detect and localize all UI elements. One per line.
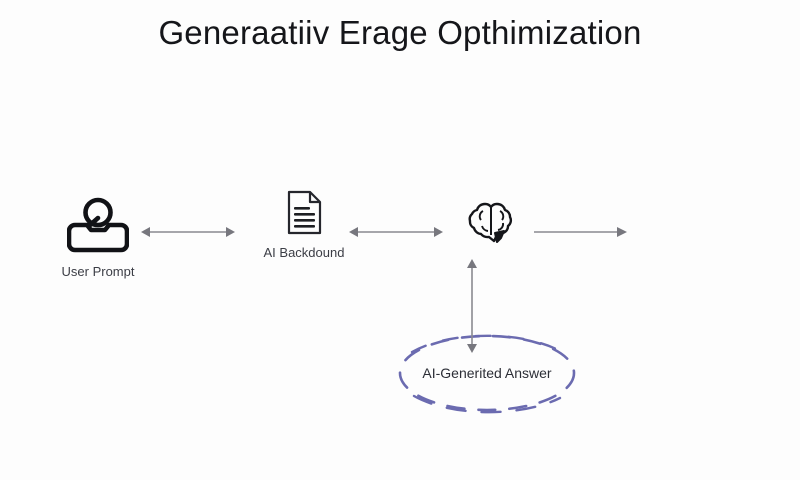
- connector-background-to-brain: [348, 224, 444, 240]
- node-ai-generated-answer[interactable]: AI-Generited Answer: [392, 330, 582, 416]
- connector-brain-to-answer: [464, 258, 480, 354]
- node-user-prompt-label: User Prompt: [61, 264, 135, 279]
- connector-brain-outgoing: [532, 224, 628, 240]
- node-ai-brain[interactable]: [452, 198, 528, 266]
- node-user-prompt[interactable]: User Prompt: [38, 196, 158, 279]
- user-icon: [66, 196, 130, 254]
- brain-icon: [459, 198, 521, 256]
- document-icon: [285, 190, 323, 235]
- node-ai-background[interactable]: AI Backdound: [248, 190, 360, 260]
- page-title: Generaatiiv Erage Opthimization: [158, 14, 642, 51]
- cloud-dashed-icon: [398, 334, 576, 414]
- node-ai-background-label: AI Backdound: [263, 245, 345, 260]
- connector-user-to-background: [140, 224, 236, 240]
- node-ai-generated-answer-label: AI-Generited Answer: [422, 365, 552, 381]
